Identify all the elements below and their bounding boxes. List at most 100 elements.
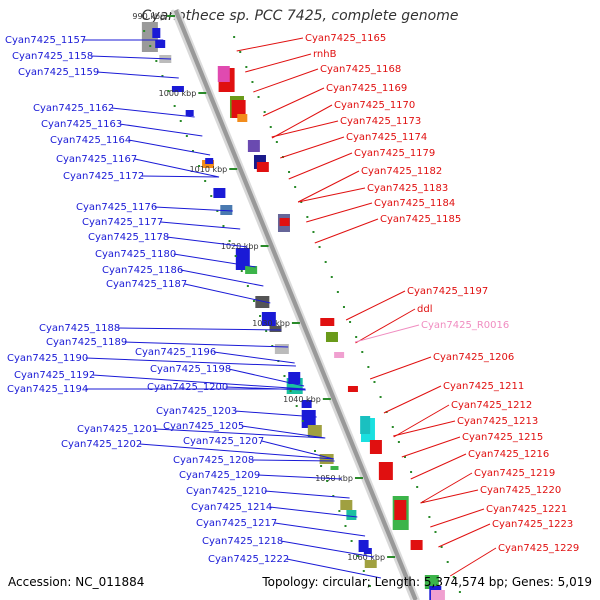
left-feature-block bbox=[319, 454, 334, 464]
tick-dot bbox=[361, 351, 364, 353]
right-gene-label: Cyan7425_1197 bbox=[407, 286, 488, 297]
left-gene-label: Cyan7425_1164 bbox=[50, 135, 131, 146]
tick-dot bbox=[179, 120, 182, 122]
left-gene-labels: Cyan7425_1157Cyan7425_1158Cyan7425_1159C… bbox=[5, 35, 382, 579]
right-gene-label: Cyan7425_1185 bbox=[380, 214, 461, 225]
scale-tick-label: 1060 kbp bbox=[347, 553, 385, 562]
right-feature-block bbox=[231, 100, 246, 118]
right-leader-line bbox=[345, 290, 406, 321]
tick-dot bbox=[283, 375, 286, 377]
tick-dot bbox=[252, 300, 255, 302]
left-gene-label: Cyan7425_1190 bbox=[7, 353, 88, 364]
right-gene-label: ddl bbox=[417, 304, 432, 315]
left-gene-label: Cyan7425_1163 bbox=[41, 119, 122, 130]
tick-dot bbox=[155, 60, 158, 62]
tick-dot bbox=[312, 231, 315, 233]
tick-dot bbox=[251, 81, 254, 83]
tick-dot bbox=[440, 546, 443, 548]
tick-dot bbox=[356, 555, 359, 557]
left-leader-line bbox=[228, 368, 305, 387]
tick-dot bbox=[263, 111, 266, 113]
tick-dot bbox=[368, 585, 371, 587]
tick-dot bbox=[350, 540, 353, 542]
right-gene-label: Cyan7425_1184 bbox=[374, 198, 455, 209]
right-leader-line bbox=[280, 136, 345, 159]
left-feature-block bbox=[205, 158, 214, 164]
tick-dot bbox=[210, 195, 213, 197]
tick-dot bbox=[204, 180, 207, 182]
right-gene-label: Cyan7425_1223 bbox=[492, 519, 573, 530]
left-leader-line bbox=[90, 55, 172, 60]
tick-dot bbox=[234, 255, 237, 257]
tick-dot bbox=[416, 486, 419, 488]
left-gene-label: Cyan7425_1201 bbox=[77, 424, 158, 435]
right-gene-label: Cyan7425_1211 bbox=[443, 381, 524, 392]
tick-dot bbox=[320, 465, 323, 467]
right-leader-line bbox=[271, 104, 333, 139]
right-feature-block bbox=[320, 318, 335, 326]
backbone-highlight bbox=[178, 9, 420, 600]
left-leader-line bbox=[160, 221, 241, 230]
left-feature-block bbox=[340, 500, 353, 510]
tick-dot bbox=[318, 246, 321, 248]
tick-dot bbox=[198, 165, 201, 167]
left-gene-label: Cyan7425_1222 bbox=[208, 554, 289, 565]
left-feature-block bbox=[269, 326, 282, 332]
left-gene-label: Cyan7425_1217 bbox=[196, 518, 277, 529]
left-feature-block bbox=[213, 188, 226, 198]
left-leader-line bbox=[117, 327, 282, 331]
tick-dot bbox=[288, 171, 291, 173]
tick-dot bbox=[397, 441, 400, 443]
left-leader-line bbox=[166, 236, 248, 248]
right-gene-label: Cyan7425_1179 bbox=[354, 148, 435, 159]
right-gene-label: Cyan7425_1169 bbox=[326, 83, 407, 94]
tick-dot bbox=[300, 201, 303, 203]
right-feature-block bbox=[347, 386, 358, 392]
left-gene-label: Cyan7425_1209 bbox=[179, 470, 260, 481]
tick-dot bbox=[336, 291, 339, 293]
right-feature-block bbox=[369, 440, 382, 454]
right-leader-line bbox=[449, 547, 497, 577]
right-feature-block bbox=[279, 218, 290, 226]
right-gene-label: Cyan7425_R0016 bbox=[421, 320, 509, 331]
right-feature-block bbox=[410, 540, 423, 550]
left-leader-line bbox=[225, 386, 306, 391]
right-gene-label: Cyan7425_1206 bbox=[433, 352, 514, 363]
left-feature-block bbox=[301, 410, 316, 428]
tick-dot bbox=[344, 525, 347, 527]
left-gene-label: Cyan7425_1187 bbox=[106, 279, 187, 290]
accession-label: Accession: NC_011884 bbox=[8, 575, 145, 589]
right-leader-line bbox=[297, 170, 360, 203]
left-gene-label: Cyan7425_1172 bbox=[63, 171, 144, 182]
tick-dot bbox=[222, 225, 225, 227]
right-gene-label: Cyan7425_1174 bbox=[346, 132, 427, 143]
tick-dot bbox=[313, 450, 316, 452]
tick-dot bbox=[275, 141, 278, 143]
tick-dot bbox=[338, 510, 341, 512]
right-leader-line bbox=[420, 472, 473, 504]
right-feature-block bbox=[217, 66, 230, 82]
right-feature-block bbox=[247, 140, 260, 152]
tick-dot bbox=[446, 561, 449, 563]
right-leader-line bbox=[262, 87, 325, 117]
left-gene-label: Cyan7425_1157 bbox=[5, 35, 86, 46]
right-gene-label: Cyan7425_1183 bbox=[367, 183, 448, 194]
left-gene-label: Cyan7425_1214 bbox=[191, 502, 272, 513]
tick-dot bbox=[306, 216, 309, 218]
right-gene-label: Cyan7425_1212 bbox=[451, 400, 532, 411]
left-feature-block bbox=[330, 466, 339, 470]
right-leader-line bbox=[393, 420, 456, 437]
left-leader-line bbox=[269, 506, 358, 518]
tick-dot bbox=[379, 396, 382, 398]
right-leader-line bbox=[354, 324, 420, 343]
left-feature-block bbox=[363, 548, 372, 554]
right-leader-line bbox=[410, 453, 467, 480]
right-feature-block bbox=[430, 590, 445, 600]
right-leader-line bbox=[383, 385, 442, 414]
tick-dot bbox=[167, 90, 170, 92]
left-gene-label: Cyan7425_1186 bbox=[102, 265, 183, 276]
right-feature-block bbox=[237, 114, 248, 122]
right-feature-block bbox=[378, 462, 393, 480]
tick-dot bbox=[143, 30, 146, 32]
right-leader-line bbox=[430, 508, 485, 528]
